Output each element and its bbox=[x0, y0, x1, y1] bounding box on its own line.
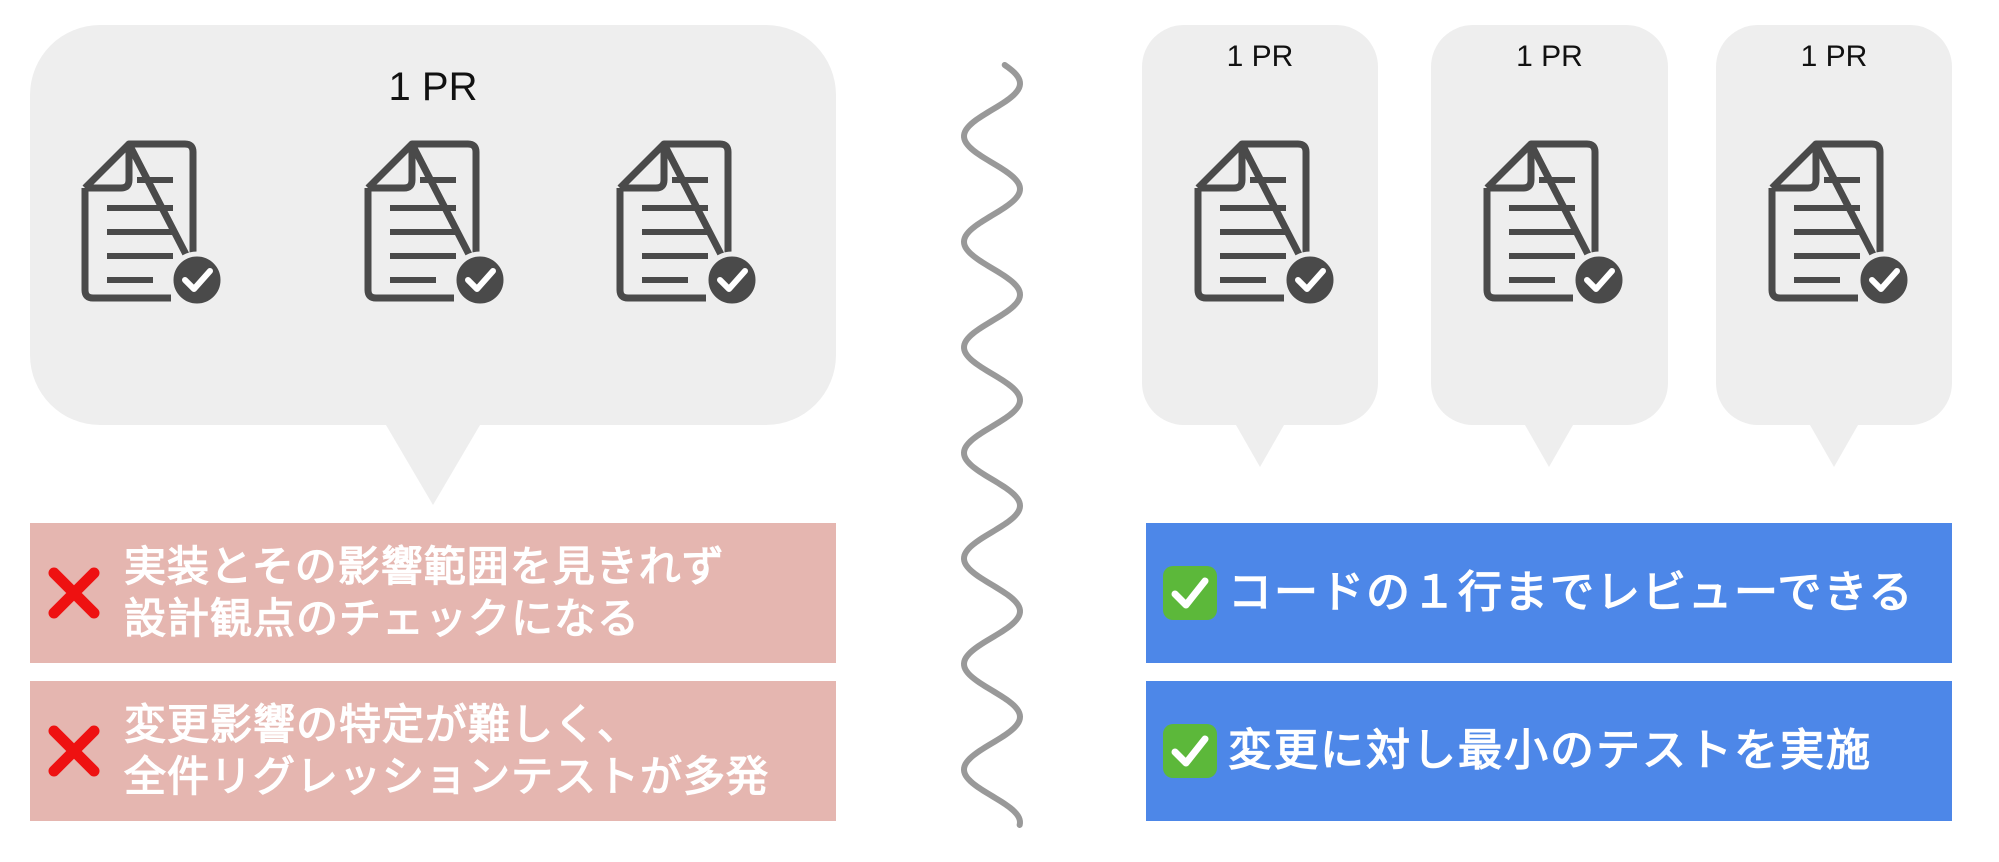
right-pr-bubble-3: 1 PR bbox=[1716, 25, 1952, 467]
document-check-icon-graphic bbox=[1768, 140, 1912, 309]
document-check-icon-graphic bbox=[81, 140, 225, 309]
left-note-2: 変更影響の特定が難しく、 全件リグレッションテストが多発 bbox=[30, 681, 836, 821]
document-check-icon bbox=[358, 140, 508, 310]
right-pr-label: 1 PR bbox=[1800, 40, 1868, 73]
bubble-tail bbox=[1525, 425, 1573, 467]
left-pr-label: 1 PR bbox=[388, 65, 478, 109]
check-box-icon bbox=[1163, 566, 1217, 620]
right-note-1: コードの１行までレビューできる bbox=[1146, 523, 1952, 663]
bubble-tail bbox=[1236, 425, 1284, 467]
right-pr-label: 1 PR bbox=[1226, 40, 1294, 73]
bubble-tail bbox=[1810, 425, 1858, 467]
wavy-divider bbox=[960, 62, 1024, 828]
left-note-1: 実装とその影響範囲を見きれず 設計観点のチェックになる bbox=[30, 523, 836, 663]
right-pr-bubble-1: 1 PR bbox=[1142, 25, 1378, 467]
document-check-icon bbox=[1188, 140, 1338, 310]
note-text: コードの１行までレビューできる bbox=[1228, 567, 1915, 618]
document-check-icon bbox=[1762, 140, 1912, 310]
document-check-icon-graphic bbox=[1483, 140, 1627, 309]
document-check-icon-graphic bbox=[616, 140, 760, 309]
right-note-2: 変更に対し最小のテストを実施 bbox=[1146, 681, 1952, 821]
document-check-icon bbox=[75, 140, 225, 310]
note-text: 実装とその影響範囲を見きれず 設計観点のチェックになる bbox=[124, 542, 725, 643]
check-box-icon bbox=[1163, 724, 1217, 778]
document-check-icon-graphic bbox=[1194, 140, 1338, 309]
document-check-icon bbox=[1477, 140, 1627, 310]
cross-icon bbox=[48, 725, 100, 777]
right-pr-bubble-2: 1 PR bbox=[1431, 25, 1668, 467]
document-check-icon-graphic bbox=[364, 140, 508, 309]
left-pr-bubble: 1 PR bbox=[30, 25, 836, 505]
document-check-icon bbox=[610, 140, 760, 310]
note-text: 変更に対し最小のテストを実施 bbox=[1228, 725, 1872, 776]
note-text: 変更影響の特定が難しく、 全件リグレッションテストが多発 bbox=[124, 700, 770, 801]
bubble-tail bbox=[386, 425, 480, 505]
cross-icon bbox=[48, 567, 100, 619]
right-pr-label: 1 PR bbox=[1516, 40, 1583, 73]
wavy-divider-line bbox=[960, 62, 1024, 828]
